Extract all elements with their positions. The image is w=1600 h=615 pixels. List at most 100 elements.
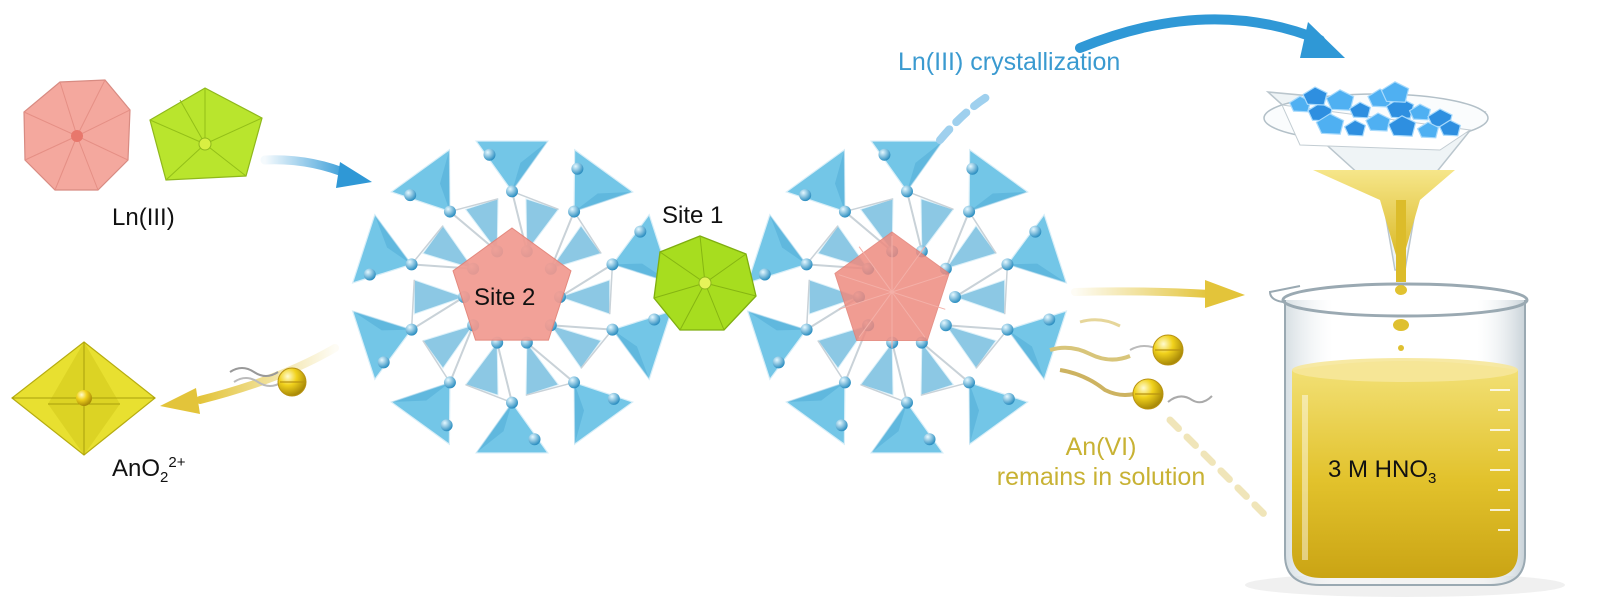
framework-bond <box>844 198 894 213</box>
ln-iii-label: Ln(III) <box>112 204 175 231</box>
framework-bond <box>906 191 923 252</box>
ln-crystal <box>1438 119 1462 137</box>
framework-atom-node <box>483 148 496 161</box>
an-o2-label: AnO22+ <box>112 454 186 486</box>
framework-atom-node <box>443 376 456 389</box>
site-2-spoke <box>891 291 926 338</box>
framework-inner-tetrahedron <box>859 341 894 396</box>
framework-bond <box>906 190 954 211</box>
framework-facet <box>439 149 450 212</box>
framework-bond <box>805 225 839 265</box>
framework-facet <box>786 382 845 403</box>
framework-bond <box>954 263 1008 298</box>
framework-bond <box>526 341 575 384</box>
to-beaker-arrow <box>1071 280 1245 308</box>
framework-bond <box>860 383 908 404</box>
framework-facet <box>352 311 412 331</box>
framework-atom-node <box>634 225 647 238</box>
framework-facet <box>374 214 412 265</box>
site-2-pentagon-left <box>452 227 572 341</box>
framework-atom-node <box>1029 225 1042 238</box>
ln-green-polyhedron-icon <box>149 87 263 181</box>
ln-crystal <box>1343 119 1367 137</box>
framework-atom-node <box>606 323 619 336</box>
framework-atom-node <box>440 419 453 432</box>
framework-atom-node <box>838 205 851 218</box>
framework-bond <box>449 324 475 383</box>
an-bipyramid-icon <box>11 341 156 456</box>
framework-atom-node <box>1001 258 1014 271</box>
ln-crystal <box>1365 112 1391 132</box>
an-release-arrow <box>160 344 339 414</box>
framework-facet <box>612 329 650 380</box>
framework-atom-node <box>648 313 661 326</box>
framework-atom-node <box>949 291 961 303</box>
framework-atom-node <box>1043 313 1056 326</box>
framework-atom-node <box>838 376 851 389</box>
site-1-polyhedron-icon <box>653 235 757 331</box>
framework-facet <box>574 382 585 445</box>
framework-atom-node <box>800 323 813 336</box>
framework-tetrahedron <box>474 401 550 454</box>
framework-atom-node <box>800 258 813 271</box>
framework-atom-node <box>758 268 771 281</box>
framework-inner-tetrahedron <box>464 341 499 396</box>
framework-atom-node <box>772 356 785 369</box>
framework-bond <box>817 340 846 383</box>
framework-atom-node <box>901 185 913 198</box>
framework-atom-node <box>404 189 417 202</box>
framework-tetrahedron <box>611 310 673 381</box>
an-vi-label: An(VI) remains in solution <box>976 432 1226 492</box>
ln-crystal <box>1387 115 1417 137</box>
framework-tetrahedron <box>746 310 808 381</box>
framework-atom-node <box>966 162 979 175</box>
framework-tetrahedron <box>1006 213 1068 284</box>
framework-atom-node <box>405 323 418 336</box>
site-2-spoke <box>858 246 893 293</box>
framework-inner-tetrahedron <box>953 279 1006 315</box>
framework-inner-tetrahedron <box>464 198 499 253</box>
framework-inner-tetrahedron <box>422 224 475 270</box>
framework-tetrahedron <box>785 381 846 446</box>
framework-facet <box>969 382 980 445</box>
framework-atom-node <box>923 433 936 446</box>
framework-atom-node <box>506 396 518 409</box>
framework-bond <box>449 198 499 213</box>
framework-atom-node <box>607 392 620 405</box>
framework-atom-node <box>405 258 418 271</box>
an-vi-line: An(VI) <box>1065 433 1137 461</box>
framework-atom-node <box>1002 392 1015 405</box>
framework-atom-node <box>606 258 619 271</box>
framework-facet <box>1007 263 1067 283</box>
framework-atom-node <box>528 433 541 446</box>
framework-bond <box>968 211 997 254</box>
framework-bond <box>411 296 465 331</box>
framework-facet <box>834 149 845 212</box>
framework-bond <box>559 263 613 298</box>
framework-atom-node <box>901 396 913 409</box>
framework-tetrahedron <box>968 148 1029 213</box>
framework-bond <box>891 342 908 403</box>
framework-atom-node <box>939 319 952 332</box>
framework-facet <box>391 382 450 403</box>
ln-crystal <box>1416 121 1440 139</box>
framework-tetrahedron <box>351 213 413 284</box>
framework-facet <box>512 141 548 192</box>
remains-line: remains in solution <box>996 463 1206 491</box>
framework-atom-node <box>377 356 390 369</box>
framework-inner-tetrahedron <box>525 341 560 396</box>
hno3-label: 3 M HNO3 <box>1328 456 1437 487</box>
framework-atom-node <box>506 185 518 198</box>
framework-atom-node <box>963 205 976 218</box>
framework-bond <box>805 279 811 330</box>
framework-inner-tetrahedron <box>944 324 997 370</box>
ln-crystal <box>1325 89 1355 111</box>
framework-tetrahedron <box>474 140 550 193</box>
framework-bond <box>410 225 444 265</box>
site-2-label: Site 2 <box>474 284 536 311</box>
framework-bond <box>525 381 575 396</box>
framework-facet <box>747 311 807 331</box>
ln-crystal <box>1408 103 1432 121</box>
framework-bond <box>608 264 614 315</box>
